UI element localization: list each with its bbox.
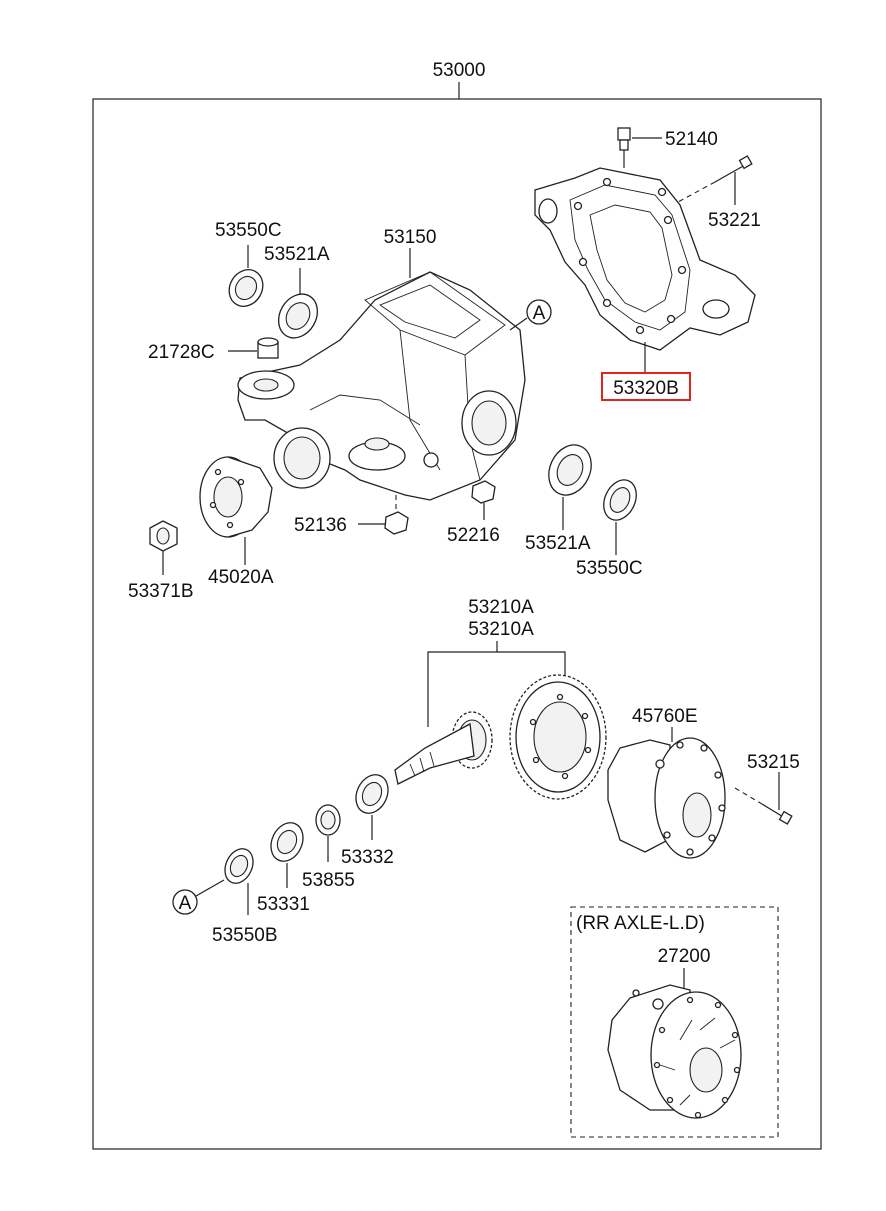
part-label-53210a-1[interactable]: 53210A: [468, 597, 534, 618]
oil-seal-53550c-top: [228, 245, 264, 307]
bearing-53521a-top: [277, 268, 319, 339]
ring-gear-53210a: [509, 674, 607, 800]
part-label-52216[interactable]: 52216: [447, 525, 500, 546]
part-label-52140[interactable]: 52140: [665, 129, 718, 150]
part-label-53221[interactable]: 53221: [708, 210, 761, 231]
bushing-21728c: [228, 337, 279, 359]
part-label-53371b[interactable]: 53371B: [128, 581, 194, 602]
part-label-53521a-top[interactable]: 53521A: [264, 244, 330, 265]
bearing-53521a-bottom: [548, 444, 592, 530]
callout-a-seal-circle: [172, 889, 198, 915]
bolt-53221: [677, 155, 753, 205]
part-label-45760e[interactable]: 45760E: [632, 706, 698, 727]
part-label-27200[interactable]: 27200: [658, 946, 711, 967]
rear-cover-53320b: [534, 167, 756, 351]
companion-flange-45020a: [199, 456, 273, 565]
pinion-bearing-53332: [355, 774, 389, 840]
part-label-53150[interactable]: 53150: [384, 227, 437, 248]
part-label-53320b[interactable]: 53320B: [613, 378, 679, 399]
highlight-box-53320b: [601, 372, 691, 401]
part-label-52136[interactable]: 52136: [294, 515, 347, 536]
differential-case-45760e: [607, 727, 726, 859]
assembly-frame: [92, 98, 822, 1150]
part-label-53215[interactable]: 53215: [747, 752, 800, 773]
oil-seal-53550c-bottom: [603, 479, 637, 555]
lock-nut-53371b: [149, 520, 178, 575]
part-label-53332[interactable]: 53332: [341, 847, 394, 868]
ring-gear-bolt-53215: [734, 772, 793, 825]
oil-seal-53550b: [224, 848, 254, 915]
callout-a-seal[interactable]: A: [179, 893, 192, 914]
part-label-53210a-2[interactable]: 53210A: [468, 619, 534, 640]
callout-a-housing[interactable]: A: [533, 303, 546, 324]
inset-title: (RR AXLE-L.D): [576, 913, 705, 934]
part-label-53550c-top[interactable]: 53550C: [215, 220, 282, 241]
leader-callout-a-seal: [195, 879, 225, 897]
leader-callout-a-housing: [509, 317, 528, 331]
callout-a-housing-circle: [526, 299, 552, 325]
part-label-45020a[interactable]: 45020A: [208, 567, 274, 588]
plug-52136: [358, 495, 409, 535]
assembly-number-label[interactable]: 53000: [433, 60, 486, 81]
spacer-53855: [315, 804, 341, 862]
part-label-53550b[interactable]: 53550B: [212, 925, 278, 946]
part-label-53331[interactable]: 53331: [257, 894, 310, 915]
limited-slip-differential-27200: [607, 984, 742, 1119]
pinion-bearing-53331: [270, 822, 304, 888]
drive-pinion-53210a: [394, 711, 493, 785]
part-label-21728c[interactable]: 21728C: [148, 342, 215, 363]
part-label-53521a-bottom[interactable]: 53521A: [525, 533, 591, 554]
inset-frame: [570, 906, 779, 1138]
drain-plug-52140: [617, 127, 662, 168]
plug-52216: [471, 480, 496, 520]
differential-carrier-53150: [237, 271, 526, 501]
part-label-53550c-bottom[interactable]: 53550C: [576, 558, 643, 579]
part-label-53855[interactable]: 53855: [302, 870, 355, 891]
